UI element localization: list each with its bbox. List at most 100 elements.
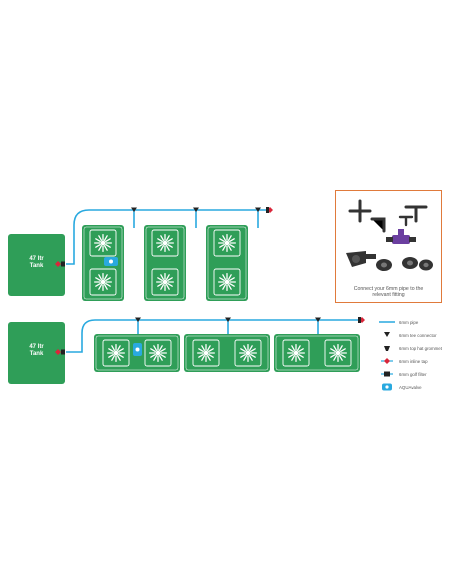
petal xyxy=(219,238,225,243)
petal xyxy=(103,235,108,241)
tee-connector-icon xyxy=(255,207,261,212)
petal xyxy=(227,284,232,290)
plant-pot xyxy=(213,229,241,257)
pot-center xyxy=(162,279,168,285)
petal xyxy=(160,348,166,353)
petal xyxy=(103,245,108,251)
petal xyxy=(206,355,211,361)
legend-item-grommet: 6mm top hat grommet xyxy=(379,343,449,353)
pot-center xyxy=(203,350,209,356)
petal xyxy=(227,235,232,241)
pot-outline xyxy=(151,268,179,296)
plant-pot xyxy=(324,339,352,367)
inline-tap-icon xyxy=(381,358,393,364)
pot-outline xyxy=(234,339,262,367)
petal xyxy=(167,277,173,282)
legend-label-grommet: 6mm top hat grommet xyxy=(399,345,442,351)
pot-outline xyxy=(213,268,241,296)
petal xyxy=(340,348,346,353)
tank-bottom-capacity: 47 ltr xyxy=(29,344,44,350)
petal xyxy=(150,348,156,353)
tray-body xyxy=(82,225,124,301)
top-hat-grommet-icon xyxy=(61,349,65,355)
pot-center xyxy=(245,350,251,356)
tee-connector-icon xyxy=(135,317,141,322)
tray-rim xyxy=(83,226,123,300)
petal xyxy=(248,355,253,361)
tee-connector-icon xyxy=(193,207,199,212)
petal xyxy=(95,282,101,287)
legend-item-aquavalve: AQUAvalve xyxy=(379,382,449,392)
fittings-caption-line2: relevant fitting xyxy=(372,292,405,298)
petal xyxy=(288,348,294,353)
tank-top xyxy=(8,234,65,296)
plant-pot xyxy=(192,339,220,367)
petal xyxy=(167,243,173,248)
tray-body xyxy=(206,225,248,301)
petal xyxy=(111,345,116,351)
pipe-icon xyxy=(379,321,395,323)
tray-rim xyxy=(185,335,269,371)
petal xyxy=(105,238,111,243)
petal xyxy=(229,282,235,287)
fittings-caption-line1: Connect your 6mm pipe to the xyxy=(353,286,424,292)
petal xyxy=(222,274,227,280)
purple-valve-icon xyxy=(386,229,416,244)
cross-connector-icon xyxy=(348,199,372,223)
petal xyxy=(167,282,173,287)
petal xyxy=(160,245,165,251)
plant-pot xyxy=(89,229,117,257)
petal xyxy=(103,284,108,290)
petal xyxy=(201,355,206,361)
top-tray-1 xyxy=(82,225,124,301)
tank-bottom-word: Tank xyxy=(29,351,44,357)
petal xyxy=(206,345,211,351)
petal xyxy=(158,355,163,361)
petal xyxy=(222,245,227,251)
petal xyxy=(160,274,165,280)
top-hat-grommet-icon xyxy=(384,346,390,351)
tray-rim xyxy=(275,335,359,371)
tank-bottom-label: 47 ltr Tank xyxy=(8,344,65,358)
top-tray-3 xyxy=(206,225,248,301)
pot-outline xyxy=(89,268,117,296)
tee-connector-icon xyxy=(225,317,231,322)
petal xyxy=(243,345,248,351)
pot-center xyxy=(100,240,106,246)
plant-pot xyxy=(282,339,310,367)
aquavalve-center xyxy=(109,259,113,264)
petal xyxy=(198,353,204,358)
petal xyxy=(95,277,101,282)
tee-connector-icon xyxy=(384,332,390,337)
pot-outline xyxy=(213,229,241,257)
petal xyxy=(296,345,301,351)
pot-center xyxy=(224,240,230,246)
petal xyxy=(165,245,170,251)
aquavalve-icon xyxy=(382,383,392,391)
petal xyxy=(116,345,121,351)
petal xyxy=(111,355,116,361)
petal xyxy=(250,348,256,353)
golf-filter-icon xyxy=(381,371,393,377)
top-pipes xyxy=(66,209,270,265)
petal xyxy=(222,284,227,290)
petal xyxy=(103,274,108,280)
petal xyxy=(330,348,336,353)
petal xyxy=(330,353,336,358)
bottom-main-pipe xyxy=(66,319,362,353)
top-hat-grommet-photo-icon xyxy=(376,257,433,271)
pot-center xyxy=(113,350,119,356)
plant-pot xyxy=(213,268,241,296)
petal xyxy=(250,353,256,358)
pot-outline xyxy=(324,339,352,367)
plant-pot xyxy=(234,339,262,367)
top-hat-grommet-icon xyxy=(61,261,65,267)
petal xyxy=(333,345,338,351)
petal xyxy=(219,277,225,282)
petal xyxy=(240,348,246,353)
tray-body xyxy=(144,225,186,301)
tee-connector-photo-icon xyxy=(398,205,428,227)
tank-top-label: 47 ltr Tank xyxy=(8,256,65,270)
petal xyxy=(288,353,294,358)
petal xyxy=(157,238,163,243)
